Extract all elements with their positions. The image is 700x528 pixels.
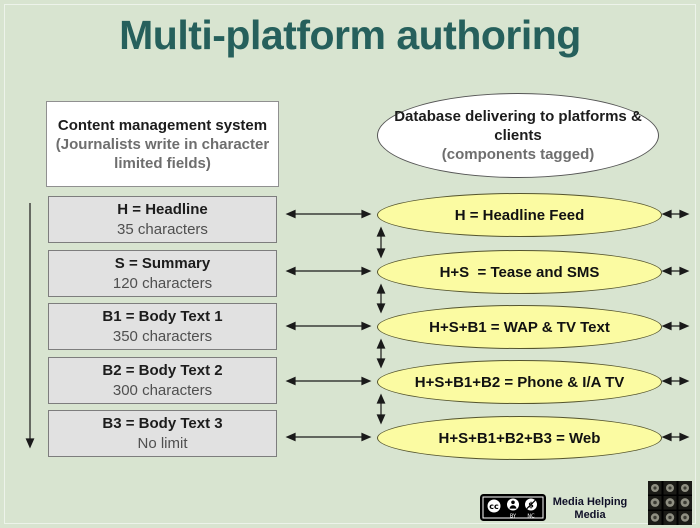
field-box-body2: B2 = Body Text 2 300 characters [48,357,277,404]
output-ellipse-headline-feed: H = Headline Feed [377,193,662,237]
field-title: S = Summary [114,254,211,272]
field-title: B1 = Body Text 1 [102,307,223,325]
left-right-arrow-icon [285,432,372,442]
field-title: B3 = Body Text 3 [102,414,223,432]
output-ellipse-tease-sms: H+S = Tease and SMS [377,250,662,294]
output-ellipse-phone-iatv: H+S+B1+B2 = Phone & I/A TV [377,360,662,404]
svg-text:BY: BY [510,514,517,520]
cms-subtitle: (Journalists write in character limited … [55,135,270,172]
cms-header-box: Content management system (Journalists w… [46,101,279,187]
field-subtitle: 120 characters [112,274,213,292]
field-box-body1: B1 = Body Text 1 350 characters [48,303,277,350]
left-right-arrow-icon [661,376,690,386]
down-arrow-icon [25,203,35,449]
left-right-arrow-icon [285,321,372,331]
database-title: Database delivering to platforms & clien… [394,108,642,144]
output-label: H+S+B1 = WAP & TV Text [429,318,610,336]
media-helping-media-logo [648,481,692,525]
up-down-arrow-icon [376,283,386,314]
output-ellipse-wap-tvtext: H+S+B1 = WAP & TV Text [377,305,662,349]
left-right-arrow-icon [285,376,372,386]
field-title: H = Headline [117,200,208,218]
field-box-summary: S = Summary 120 characters [48,250,277,297]
slide-title: Multi-platform authoring [119,12,581,58]
database-subtitle: (components tagged) [441,146,595,163]
field-box-headline: H = Headline 35 characters [48,196,277,243]
svg-text:NC: NC [527,514,535,520]
left-right-arrow-icon [285,209,372,219]
left-right-arrow-icon [661,432,690,442]
output-label: H+S+B1+B2 = Phone & I/A TV [414,373,625,391]
svg-text:cc: cc [489,502,499,511]
left-right-arrow-icon [661,266,690,276]
up-down-arrow-icon [376,226,386,259]
output-label: H+S+B1+B2+B3 = Web [438,429,601,447]
cc-icon: cc [487,499,501,513]
left-right-arrow-icon [661,321,690,331]
left-right-arrow-icon [661,209,690,219]
up-down-arrow-icon [376,338,386,369]
field-subtitle: 350 characters [112,327,213,345]
output-label: H+S = Tease and SMS [439,263,600,281]
field-title: B2 = Body Text 2 [102,361,223,379]
output-label: H = Headline Feed [454,206,585,224]
credit-text: Media Helping Media [552,496,628,521]
database-header-ellipse: Database delivering to platforms & clien… [377,93,659,178]
field-subtitle: 35 characters [117,220,208,238]
up-down-arrow-icon [376,393,386,425]
field-subtitle: No limit [137,434,188,452]
nc-icon: $ NC [525,498,537,520]
cc-license-badge: cc BY $ NC [480,494,546,521]
field-subtitle: 300 characters [112,381,213,399]
output-ellipse-web: H+S+B1+B2+B3 = Web [377,416,662,460]
left-right-arrow-icon [285,266,372,276]
by-icon: BY [507,498,519,520]
field-box-body3: B3 = Body Text 3 No limit [48,410,277,457]
cms-title: Content management system [57,116,268,134]
